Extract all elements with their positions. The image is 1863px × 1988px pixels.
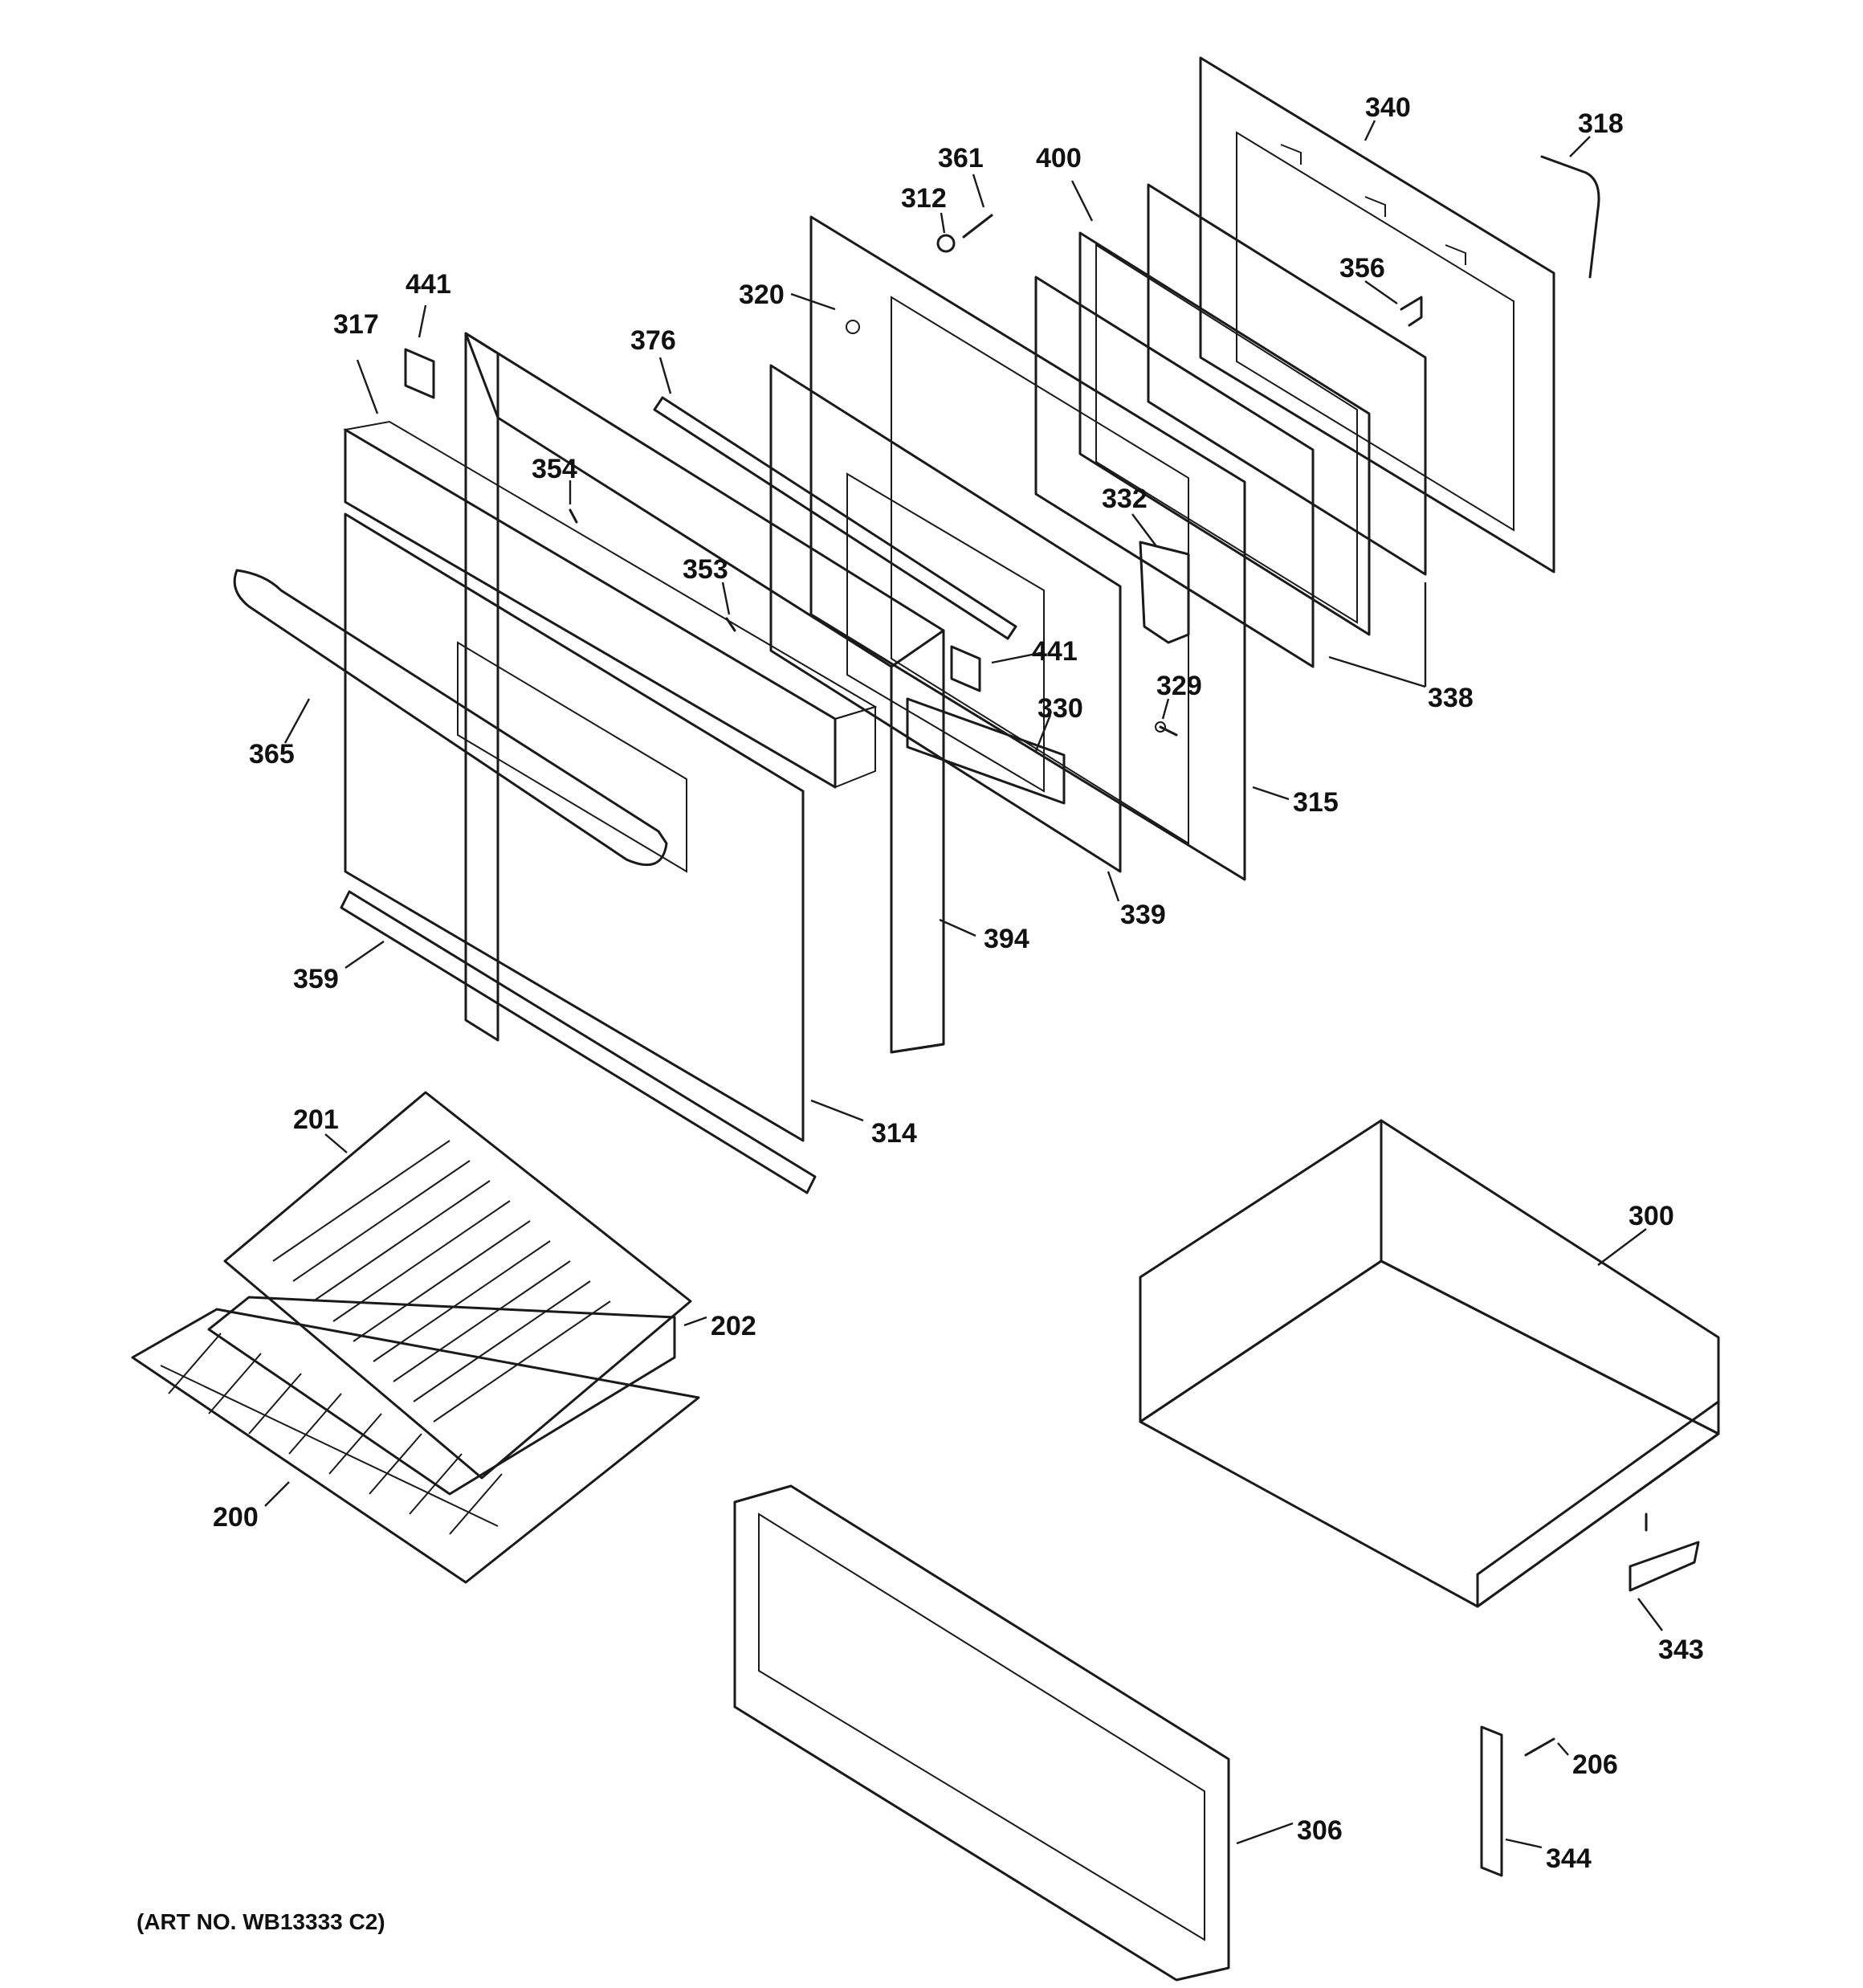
part-340-door-back-panel xyxy=(1199,56,1555,574)
part-354-screw xyxy=(569,508,578,524)
part-339-door-liner xyxy=(769,364,1122,873)
part-441-bracket-upper xyxy=(404,348,435,399)
callout-343: 343 xyxy=(1658,1635,1704,1665)
callout-312: 312 xyxy=(901,183,947,214)
part-441-bracket-lower xyxy=(950,645,981,692)
callout-200: 200 xyxy=(213,1502,259,1533)
callout-356: 356 xyxy=(1339,253,1385,284)
part-320-inner-door-panel xyxy=(809,215,1246,881)
part-394-door-frame xyxy=(464,332,945,1054)
part-361-screw xyxy=(962,214,993,239)
part-329-screw xyxy=(1155,721,1178,737)
callout-394: 394 xyxy=(984,924,1029,954)
part-200-oven-rack xyxy=(131,1308,700,1584)
part-332-bracket xyxy=(1139,541,1190,644)
callout-359: 359 xyxy=(293,964,339,994)
callout-441-upper: 441 xyxy=(406,269,451,300)
part-356-clip xyxy=(1400,296,1423,327)
callout-441-lower: 441 xyxy=(1032,636,1078,667)
callout-300: 300 xyxy=(1629,1201,1674,1231)
part-365-door-handle xyxy=(233,569,668,867)
part-306-drawer-front xyxy=(733,1484,1230,1982)
callout-400: 400 xyxy=(1036,143,1082,173)
callout-318: 318 xyxy=(1578,108,1624,139)
part-376-strip xyxy=(653,396,1017,640)
part-344-drawer-slide xyxy=(1480,1725,1503,1877)
callout-376: 376 xyxy=(630,325,676,356)
part-201-broiler-pan xyxy=(223,1091,692,1480)
part-314-outer-door xyxy=(344,512,805,1142)
part-202-broiler-pan-base xyxy=(207,1296,676,1496)
callout-361: 361 xyxy=(938,143,984,173)
part-359-vent-trim xyxy=(340,890,817,1194)
callout-317: 317 xyxy=(333,309,379,340)
callout-365: 365 xyxy=(249,739,295,769)
callout-344: 344 xyxy=(1546,1843,1592,1874)
callout-329: 329 xyxy=(1156,671,1202,701)
callout-330: 330 xyxy=(1037,693,1083,724)
callout-201: 201 xyxy=(293,1104,339,1135)
callout-353: 353 xyxy=(683,554,728,585)
leader-lines xyxy=(264,120,1663,1849)
callout-332: 332 xyxy=(1102,484,1148,514)
callout-labels: 441 317 354 376 320 312 361 400 340 318 … xyxy=(213,92,1704,1874)
part-206-screw xyxy=(1524,1737,1555,1757)
callout-340: 340 xyxy=(1365,92,1411,123)
part-343-drawer-glide xyxy=(1629,1512,1700,1592)
callout-206: 206 xyxy=(1572,1749,1618,1780)
part-317-door-top-trim xyxy=(343,420,878,789)
part-312-washer xyxy=(936,234,956,253)
art-number: (ART NO. WB13333 C2) xyxy=(137,1909,385,1934)
part-330-baffle xyxy=(906,697,1066,805)
callout-338: 338 xyxy=(1428,683,1474,713)
callout-202: 202 xyxy=(711,1311,756,1341)
part-338-glass-panels xyxy=(1034,183,1427,668)
callout-339: 339 xyxy=(1120,900,1166,930)
part-300-drawer-box xyxy=(1139,1119,1720,1608)
callout-306: 306 xyxy=(1297,1815,1343,1846)
callout-314: 314 xyxy=(871,1118,917,1149)
callout-315: 315 xyxy=(1293,787,1339,818)
callout-320: 320 xyxy=(739,280,785,310)
part-318-gasket xyxy=(1540,155,1600,279)
callout-354: 354 xyxy=(532,454,577,484)
